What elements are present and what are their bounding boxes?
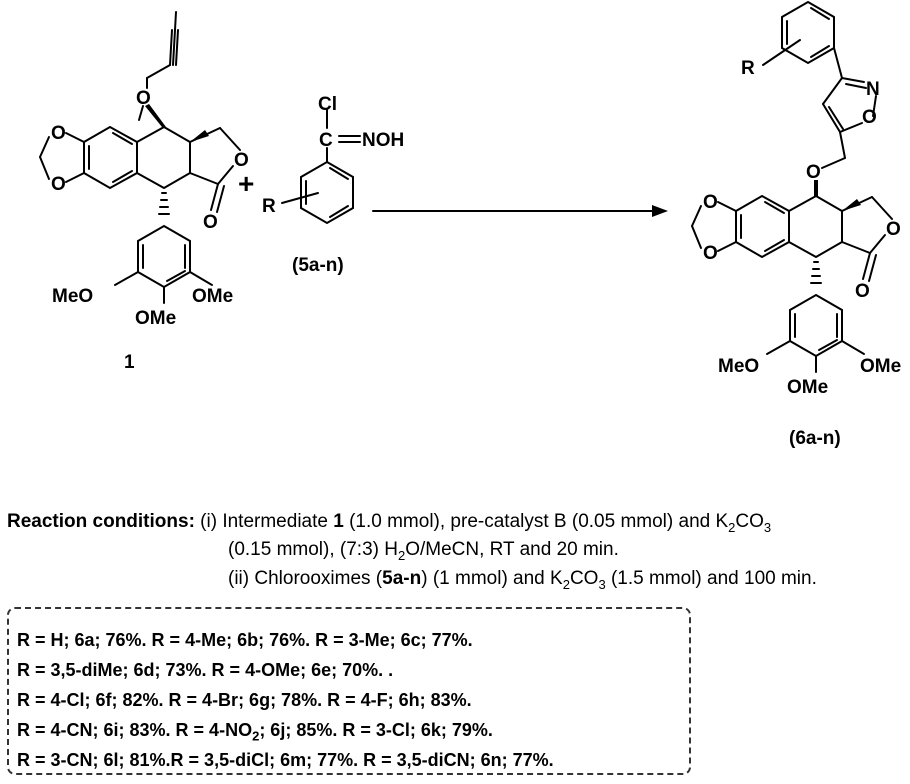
- o-dioxole-pb: O: [703, 243, 718, 264]
- results-line-4: R = 4-CN; 6i; 83%. R = 4-NO2; 6j; 85%. R…: [17, 715, 689, 745]
- results-line-4-a: R = 4-CN; 6i; 83%. R = 4-NO: [17, 720, 253, 740]
- reactant-2-structure: Cl C NOH R (5a-n): [262, 94, 404, 276]
- o-lactone-ring-product: O: [886, 219, 901, 240]
- results-line-2: R = 3,5-diMe; 6d; 73%. R = 4-OMe; 6e; 70…: [17, 660, 394, 680]
- o-bridge-1: O: [136, 88, 151, 109]
- ome-left-product: MeO: [718, 356, 759, 377]
- results-box: R = H; 6a; 76%. R = 4-Me; 6b; 76%. R = 3…: [7, 607, 691, 775]
- o-dioxole-pa: O: [703, 192, 718, 213]
- compound-label-6: (6a-n): [789, 428, 841, 449]
- conditions-line-2: (0.15 mmol), (7:3) H2O/MeCN, RT and 20 m…: [228, 537, 619, 562]
- ome-right-product: OMe: [860, 356, 901, 377]
- noh-label: NOH: [362, 130, 404, 151]
- product-structure: R N O O O O O O MeO OMe OMe (6a-n): [691, 0, 901, 449]
- cond-step2-a: (ii) Chlorooximes (: [228, 568, 383, 589]
- cond-step2-c: ) (1 mmol) and K: [421, 568, 563, 589]
- o-bridge-product: O: [806, 162, 821, 183]
- r-label-2: R: [262, 196, 276, 217]
- conditions-heading: Reaction conditions:: [7, 511, 195, 532]
- cond-line2-c: O/MeCN, RT and 20 min.: [405, 539, 619, 560]
- results-line-1: R = H; 6a; 76%. R = 4-Me; 6b; 76%. R = 3…: [17, 630, 473, 650]
- cond-step1-a: (i) Intermediate: [194, 511, 334, 532]
- cond-line2-b: 2: [397, 547, 406, 563]
- o-isoxazole: O: [862, 107, 877, 128]
- results-line-4-c: ; 6j; 85%. R = 3-Cl; 6k; 79%.: [259, 720, 493, 740]
- cond-step1-d: 2: [728, 519, 736, 535]
- compound-label-5: (5a-n): [292, 255, 344, 276]
- cond-line2-a: (0.15 mmol), (7:3) H: [228, 539, 398, 560]
- conditions-line-1: Reaction conditions: (i) Intermediate 1 …: [7, 509, 771, 534]
- cond-step2-b: 5a-n: [382, 568, 422, 589]
- cond-step2-f: 3: [598, 576, 606, 592]
- conditions-line-3: (ii) Chlorooximes (5a-n) (1 mmol) and K2…: [228, 566, 817, 591]
- reactant-1-structure: O O O O O MeO OMe OMe 1: [39, 11, 249, 373]
- plus-sign: +: [238, 168, 254, 199]
- r-label-product: R: [741, 58, 755, 79]
- cond-step1-b: 1: [333, 511, 344, 532]
- cond-step2-d: 2: [562, 576, 570, 592]
- results-line-5: R = 3-CN; 6l; 81%.R = 3,5-diCl; 6m; 77%.…: [17, 750, 554, 770]
- compound-label-1: 1: [124, 352, 135, 373]
- ome-bottom-1: OMe: [135, 308, 176, 329]
- cond-step1-f: 3: [763, 519, 772, 535]
- cond-step2-g: (1.5 mmol) and 100 min.: [605, 568, 817, 589]
- ome-left-1: MeO: [52, 286, 93, 307]
- ome-bottom-product: OMe: [787, 377, 828, 398]
- o-lactone-ring-1: O: [234, 150, 249, 171]
- o-lactone-carbonyl-product: O: [855, 281, 870, 302]
- o-lactone-carbonyl-1: O: [203, 212, 218, 233]
- cl-label: Cl: [318, 94, 337, 115]
- reaction-arrow: [372, 205, 668, 217]
- cond-step2-e: CO: [569, 568, 599, 589]
- cond-step1-c: (1.0 mmol), pre-catalyst B (0.05 mmol) a…: [343, 511, 729, 532]
- o-dioxole-1a: O: [51, 123, 66, 144]
- results-line-4-b: 2: [252, 728, 260, 744]
- n-isoxazole: N: [866, 79, 880, 100]
- reaction-scheme: O O O O O MeO OMe OMe 1 + Cl C NOH R (5a…: [39, 0, 901, 449]
- cond-step1-e: CO: [735, 511, 764, 532]
- c-label: C: [319, 130, 333, 151]
- results-line-3: R = 4-Cl; 6f; 82%. R = 4-Br; 6g; 78%. R …: [17, 690, 472, 710]
- o-dioxole-1b: O: [51, 174, 66, 195]
- ome-right-1: OMe: [192, 286, 233, 307]
